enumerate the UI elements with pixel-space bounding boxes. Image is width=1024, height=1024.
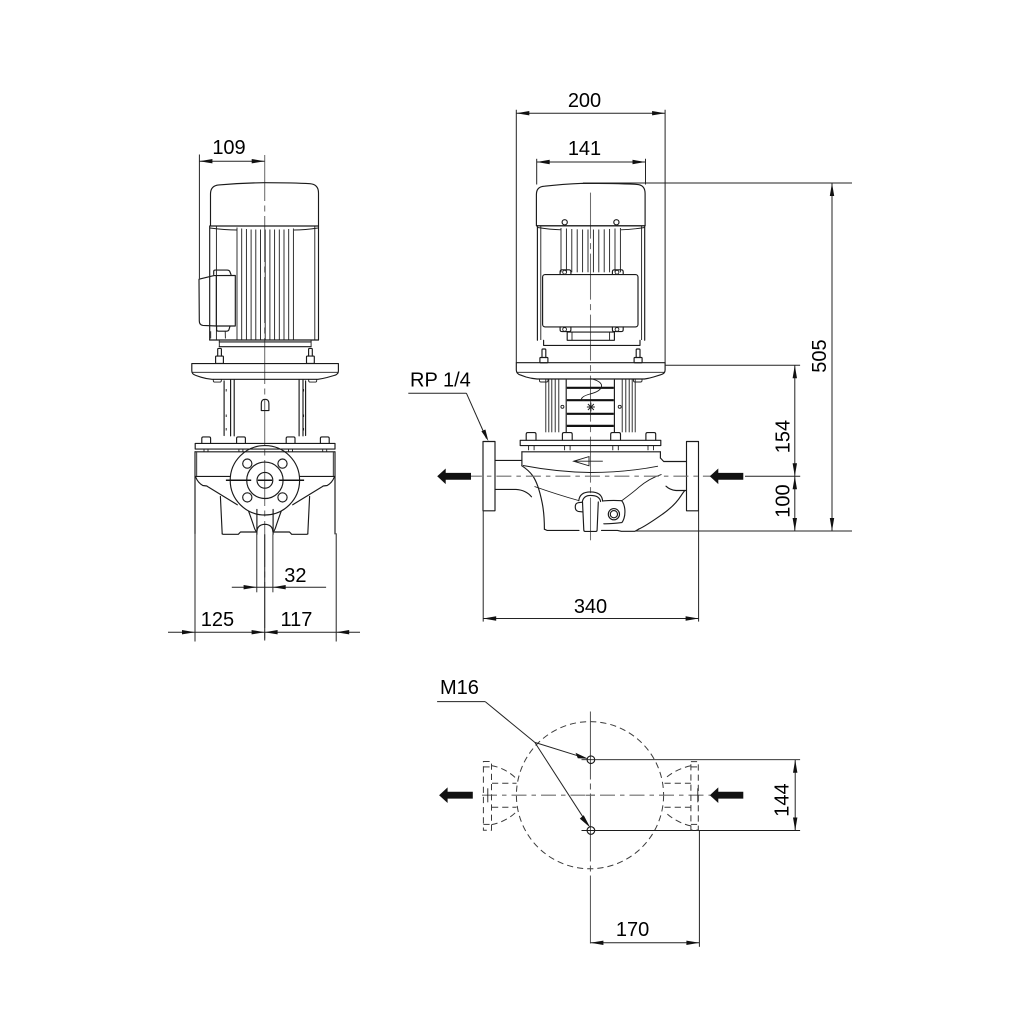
svg-text:RP 1/4: RP 1/4	[410, 370, 471, 392]
svg-text:109: 109	[212, 137, 245, 159]
svg-text:154: 154	[773, 420, 795, 453]
svg-text:200: 200	[568, 90, 601, 112]
svg-text:117: 117	[280, 609, 312, 631]
svg-text:170: 170	[616, 919, 649, 941]
svg-text:141: 141	[568, 138, 601, 160]
svg-text:505: 505	[809, 339, 831, 372]
svg-text:125: 125	[201, 609, 234, 631]
svg-text:100: 100	[773, 484, 795, 517]
svg-text:M16: M16	[440, 677, 479, 699]
svg-text:144: 144	[772, 783, 794, 816]
svg-text:32: 32	[284, 565, 306, 587]
svg-text:340: 340	[574, 596, 607, 618]
